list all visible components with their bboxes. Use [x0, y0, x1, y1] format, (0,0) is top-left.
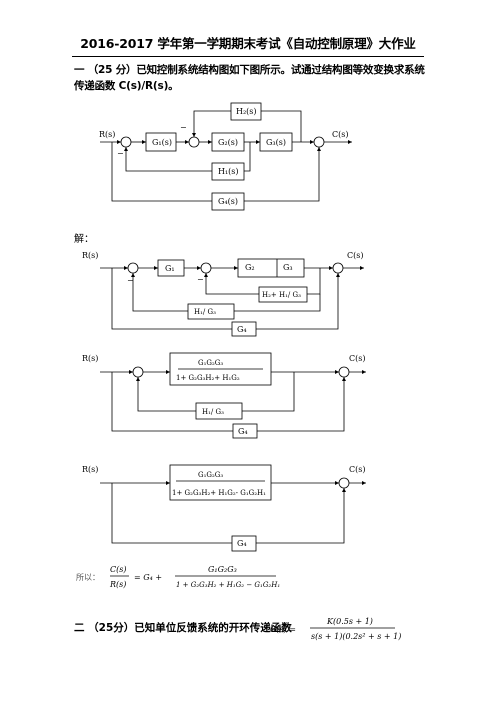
result-equals: = G₄ +: [134, 573, 162, 582]
diagram-step-2: [100, 352, 366, 439]
svg-text:−: −: [117, 149, 124, 158]
label-g4: G₄: [238, 427, 248, 436]
label-inner-feedback: H₂+ H₁/ G₃: [262, 291, 301, 299]
block-inner-feedback: [258, 286, 308, 303]
label-output: C(s): [332, 130, 348, 139]
result-lhs-numerator: C(s): [110, 565, 126, 574]
label-numerator: G₁G₂G₃: [198, 359, 223, 367]
diagram-step-1: [100, 258, 364, 337]
label-g2: G₂: [245, 263, 255, 272]
summing-junction: [338, 477, 350, 489]
solution-label: 解：: [74, 234, 94, 245]
block-forward: [169, 464, 272, 501]
block-h1: [211, 162, 245, 181]
svg-text:−: −: [127, 276, 134, 285]
result-prefix: 所以：: [76, 572, 100, 582]
summing-junction: [313, 136, 325, 148]
label-outer-feedback: H₁/ G₃: [194, 308, 216, 316]
svg-text:−: −: [180, 123, 187, 132]
label-output: C(s): [347, 251, 363, 260]
summing-junction: [132, 366, 144, 378]
block-outer-feedback: [187, 303, 235, 320]
label-h1: H₁(s): [218, 167, 239, 176]
summing-junction: [120, 136, 132, 148]
q2-denominator: s(s + 1)(0.2s² + s + 1): [311, 632, 401, 641]
label-h2: H₂(s): [236, 107, 257, 116]
label-feedback: H₁/ G₃: [202, 408, 224, 416]
summing-junction: [338, 366, 350, 378]
diagram-original: [100, 102, 352, 211]
label-g1: G₁: [165, 264, 175, 273]
block-g4: [211, 192, 245, 211]
label-g4: G₄: [237, 325, 247, 334]
title-rule: [72, 56, 424, 57]
label-output: C(s): [349, 354, 365, 363]
summing-junction: [188, 136, 200, 148]
result-rhs-numerator: G₁G₂G₃: [208, 565, 237, 574]
label-output: C(s): [349, 465, 365, 474]
question-1: 一 （25 分）已知控制系统结构图如下图所示。试通过结构图等效变换求系统传递函数…: [74, 64, 425, 92]
summing-junction: [332, 262, 344, 274]
label-g3: G₃: [283, 263, 293, 272]
summing-junction: [127, 262, 139, 274]
block-forward: [169, 352, 272, 386]
result-rhs-denominator: 1 + G₂G₃H₂ + H₁G₂ − G₁G₂H₁: [176, 581, 280, 589]
label-g3: G₃(s): [266, 138, 286, 147]
label-g1: G₁(s): [152, 138, 172, 147]
label-input: R(s): [82, 354, 98, 363]
label-denominator: 1+ G₂G₃H₂+ H₁G₂- G₁G₂H₁: [172, 489, 266, 497]
question-2: 二 （25分）已知单位反馈系统的开环传递函数: [74, 622, 292, 634]
label-denominator: 1+ G₂G₃H₂+ H₁G₂: [176, 374, 240, 382]
label-g4: G₄: [237, 539, 247, 548]
q2-g: G(s) =: [270, 625, 296, 634]
block-g4: [231, 535, 257, 552]
block-h2: [230, 102, 262, 121]
result-lhs-denominator: R(s): [109, 580, 126, 589]
label-g2: G₂(s): [218, 138, 238, 147]
label-g4: G₄(s): [218, 197, 238, 206]
label-input: R(s): [82, 251, 98, 260]
label-input: R(s): [99, 130, 115, 139]
diagram-step-3: [100, 464, 366, 552]
label-numerator: G₁G₂G₃: [198, 471, 223, 479]
label-input: R(s): [82, 465, 98, 474]
document-title: 2016-2017 学年第一学期期末考试《自动控制原理》大作业: [80, 36, 416, 51]
summing-junction: [200, 262, 212, 274]
q2-numerator: K(0.5s + 1): [326, 617, 373, 626]
svg-text:−: −: [197, 275, 204, 284]
